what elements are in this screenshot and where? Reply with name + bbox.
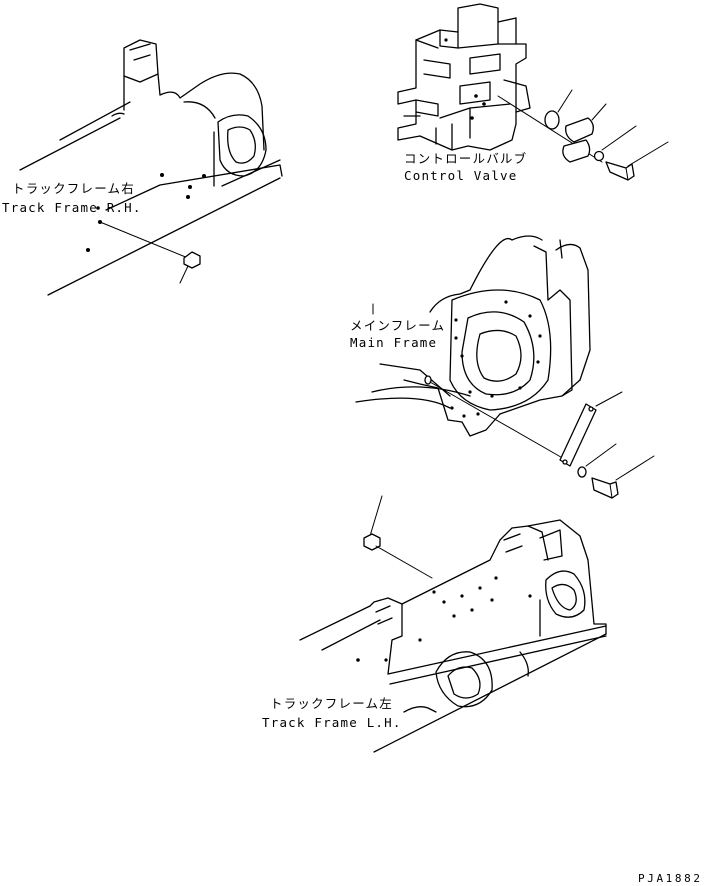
track-frame-lh-drawing xyxy=(299,495,607,753)
track-frame-lh-label-jp: トラックフレーム左 xyxy=(270,696,393,711)
control-valve-label-jp: コントロールバルブ xyxy=(404,151,527,166)
drawing-code: PJA1882 xyxy=(638,872,703,885)
main-frame-label-en: Main Frame xyxy=(350,335,437,350)
track-frame-lh-label-en: Track Frame L.H. xyxy=(262,715,402,730)
main-frame-drawing xyxy=(355,235,655,499)
track-frame-rh-label-en: Track Frame R.H. xyxy=(2,200,142,215)
control-valve-drawing xyxy=(397,3,669,181)
track-frame-rh-label-jp: トラックフレーム右 xyxy=(12,181,135,196)
control-valve-label-en: Control Valve xyxy=(404,168,517,183)
track-frame-rh-drawing xyxy=(19,39,283,296)
main-frame-label-jp: メインフレーム xyxy=(350,318,445,333)
